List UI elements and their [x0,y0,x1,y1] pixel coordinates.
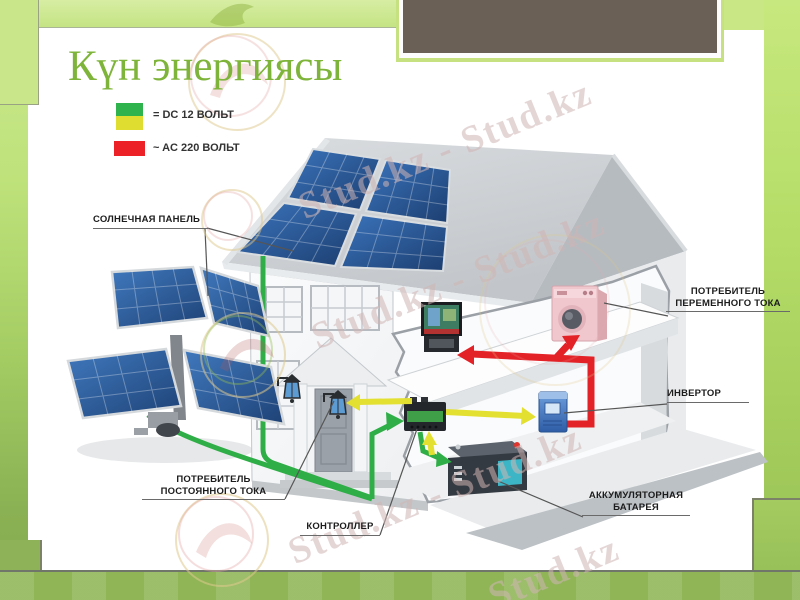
dc-arrow-to-inverter [521,407,536,425]
stud-kz-hummingbird-logo [188,33,286,131]
dc-arrow-up [422,431,437,445]
label-battery-line2: БАТАРЕЯ [613,501,659,513]
label-battery-line1: АККУМУЛЯТОРНАЯ [588,490,684,501]
header-block [403,0,717,53]
wall-lantern-icon [277,374,301,403]
legend-swatch-dc-yellow [116,116,143,130]
frame-top-band [0,0,396,28]
label-ac-consumer-line2: ПЕРЕМЕННОГО ТОКА [675,297,781,309]
frame-bottom-left-step [0,540,42,574]
label-dc-consumer: ПОТРЕБИТЕЛЬ ПОСТОЯННОГО ТОКА [142,474,285,500]
dc-arrow-to-lantern [346,394,360,411]
tv [421,302,462,352]
house [146,138,768,550]
stud-kz-hummingbird-logo [175,493,269,587]
label-ac-consumer: ПОТРЕБИТЕЛЬ ПЕРЕМЕННОГО ТОКА [666,286,790,312]
legend-swatch-dc-green [116,103,143,116]
roof-solar-array-grid [253,150,450,271]
foundation [252,481,428,511]
ground-solar-array [66,265,286,437]
label-dc-consumer-line2: ПОСТОЯННОГО ТОКА [160,485,267,497]
label-inverter: ИНВЕРТОР [667,388,749,403]
label-dc-consumer-line1: ПОТРЕБИТЕЛЬ [176,474,251,485]
frame-top-left-block [0,0,39,105]
label-ac-consumer-line1: ПОТРЕБИТЕЛЬ [690,286,766,297]
leader-lines [204,227,669,536]
stud-kz-hummingbird-logo [479,234,631,386]
inverter-device [538,391,568,433]
dc-arrow-to-battery [436,451,452,467]
stud-kz-hummingbird-logo [201,189,263,251]
label-controller: КОНТРОЛЛЕР [300,521,380,536]
slide-title: Күн энергиясы [68,43,343,90]
floor-slab-edge [430,318,678,418]
frame-bottom-band [0,570,800,600]
washing-machine [551,285,607,342]
label-solar-panel: СОЛНЕЧНАЯ ПАНЕЛЬ [93,214,208,229]
gable-edge [611,153,688,253]
legend-swatch-ac-red [114,141,145,156]
base-platform-top [430,428,756,530]
stud-kz-hummingbird-logo [200,312,286,398]
ac-arrow-to-washer [562,335,580,351]
legend-dc-label: = DC 12 ВОЛЬТ [153,109,234,121]
legend-ac-label: ~ AC 220 ВОЛЬТ [153,142,240,154]
gable [531,155,686,303]
roof-solar-array [235,147,452,273]
hummingbird-icon [210,3,254,27]
base-platform-side [466,452,768,550]
dc-arrow-to-controller [386,412,404,431]
controller-device [404,397,446,431]
ac-arrow-to-tv [457,345,474,365]
ac-wire-red [457,335,595,428]
label-battery: АККУМУЛЯТОРНАЯ БАТАРЕЯ [582,490,690,516]
